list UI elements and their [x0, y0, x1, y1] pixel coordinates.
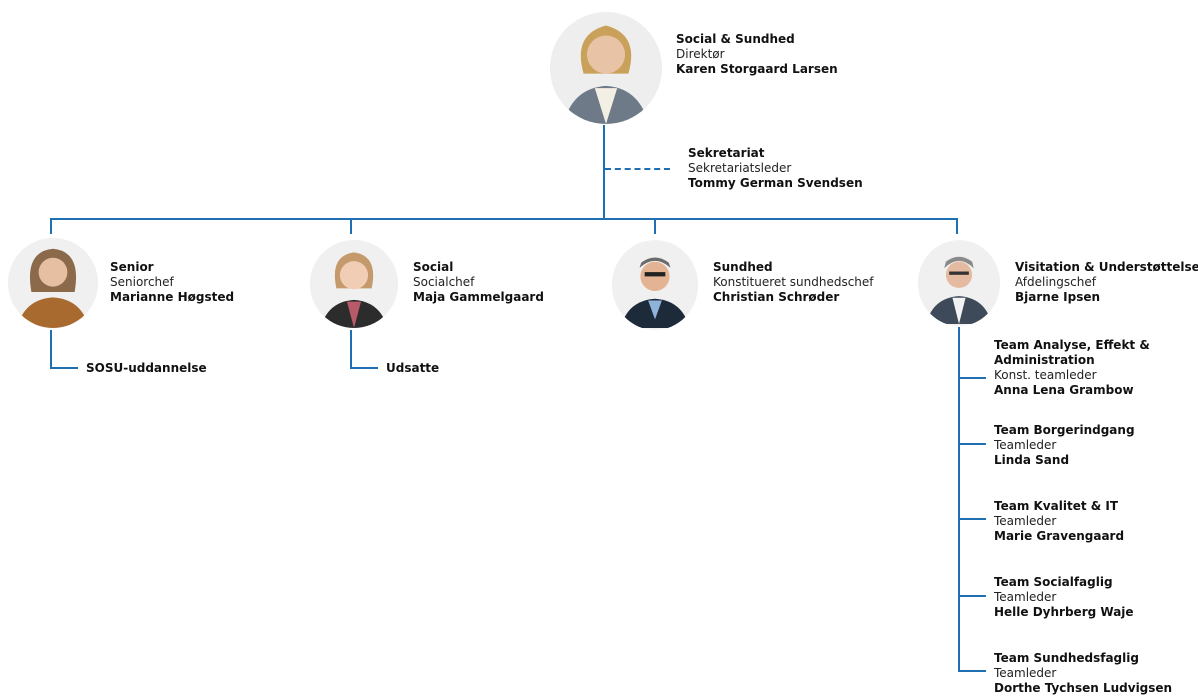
dept-unit: Visitation & Understøttelse [1015, 260, 1198, 274]
team-unit: Team Borgerindgang [994, 423, 1135, 437]
team-role: Teamleder [994, 590, 1057, 604]
secretariat-card: Sekretariat Sekretariatsleder Tommy Germ… [688, 146, 863, 191]
dept-unit: Social [413, 260, 454, 274]
team-name: Anna Lena Grambow [994, 383, 1134, 397]
connector-secretariat-dashed [605, 168, 670, 170]
dept-role: Afdelingschef [1015, 275, 1096, 289]
secretariat-name: Tommy German Svendsen [688, 176, 863, 190]
team-role: Teamleder [994, 666, 1057, 680]
team-role: Teamleder [994, 514, 1057, 528]
sub-unit-sosu: SOSU-uddannelse [86, 361, 207, 375]
dept-role: Socialchef [413, 275, 475, 289]
team-unit: Team Sundhedsfaglig [994, 651, 1139, 665]
connector-senior-sub-horizontal [50, 367, 78, 369]
team-unit: Team Kvalitet & IT [994, 499, 1119, 513]
dept-card-sundhed: Sundhed Konstitueret sundhedschef Christ… [713, 260, 874, 305]
connector-social-sub-vertical [350, 330, 352, 369]
team-unit: Team Socialfaglig [994, 575, 1113, 589]
team-card: Team Borgerindgang Teamleder Linda Sand [994, 423, 1135, 468]
connector-drop-social [350, 218, 352, 234]
connector-team-branch [958, 443, 986, 445]
senior-head-photo [8, 238, 98, 328]
visitation-head-photo [918, 240, 1000, 326]
dept-card-social: Social Socialchef Maja Gammelgaard [413, 260, 544, 305]
connector-drop-visitation [956, 218, 958, 234]
secretariat-role: Sekretariatsleder [688, 161, 792, 175]
dept-name: Christian Schrøder [713, 290, 840, 304]
connector-drop-sundhed [654, 218, 656, 234]
dept-name: Marianne Høgsted [110, 290, 235, 304]
connector-team-branch [958, 670, 986, 672]
team-card: Team Kvalitet & IT Teamleder Marie Grave… [994, 499, 1124, 544]
connector-team-branch [958, 595, 986, 597]
dept-unit: Sundhed [713, 260, 773, 274]
secretariat-unit: Sekretariat [688, 146, 765, 160]
team-role: Teamleder [994, 438, 1057, 452]
team-name: Marie Gravengaard [994, 529, 1125, 543]
director-role: Direktør [676, 47, 725, 61]
connector-team-branch [958, 377, 986, 379]
dept-name: Maja Gammelgaard [413, 290, 544, 304]
team-name: Dorthe Tychsen Ludvigsen [994, 681, 1173, 695]
director-unit: Social & Sundhed [676, 32, 795, 46]
dept-card-senior: Senior Seniorchef Marianne Høgsted [110, 260, 234, 305]
director-name: Karen Storgaard Larsen [676, 62, 838, 76]
dept-unit: Senior [110, 260, 154, 274]
connector-horizontal-bar [50, 218, 958, 220]
team-unit: Team Analyse, Effekt & [994, 338, 1150, 352]
team-role: Konst. teamleder [994, 368, 1097, 382]
connector-senior-sub-vertical [50, 330, 52, 369]
team-card: Team Socialfaglig Teamleder Helle Dyhrbe… [994, 575, 1134, 620]
sundhed-head-photo [612, 240, 698, 330]
team-unit-cont: Administration [994, 353, 1095, 367]
director-photo [550, 12, 662, 124]
social-head-photo [310, 240, 398, 328]
team-card: Team Sundhedsfaglig Teamleder Dorthe Tyc… [994, 651, 1172, 696]
dept-name: Bjarne Ipsen [1015, 290, 1101, 304]
connector-team-branch [958, 518, 986, 520]
connector-teams-vertical [958, 327, 960, 672]
team-name: Helle Dyhrberg Waje [994, 605, 1134, 619]
connector-social-sub-horizontal [350, 367, 378, 369]
director-card: Social & Sundhed Direktør Karen Storgaar… [676, 32, 838, 77]
team-name: Linda Sand [994, 453, 1070, 467]
dept-role: Konstitueret sundhedschef [713, 275, 874, 289]
connector-director-down [603, 125, 605, 220]
dept-card-visitation: Visitation & Understøttelse Afdelingsche… [1015, 260, 1198, 305]
connector-drop-senior [50, 218, 52, 234]
sub-unit-udsatte: Udsatte [386, 361, 440, 375]
team-card: Team Analyse, Effekt & Administration Ko… [994, 338, 1150, 398]
dept-role: Seniorchef [110, 275, 174, 289]
